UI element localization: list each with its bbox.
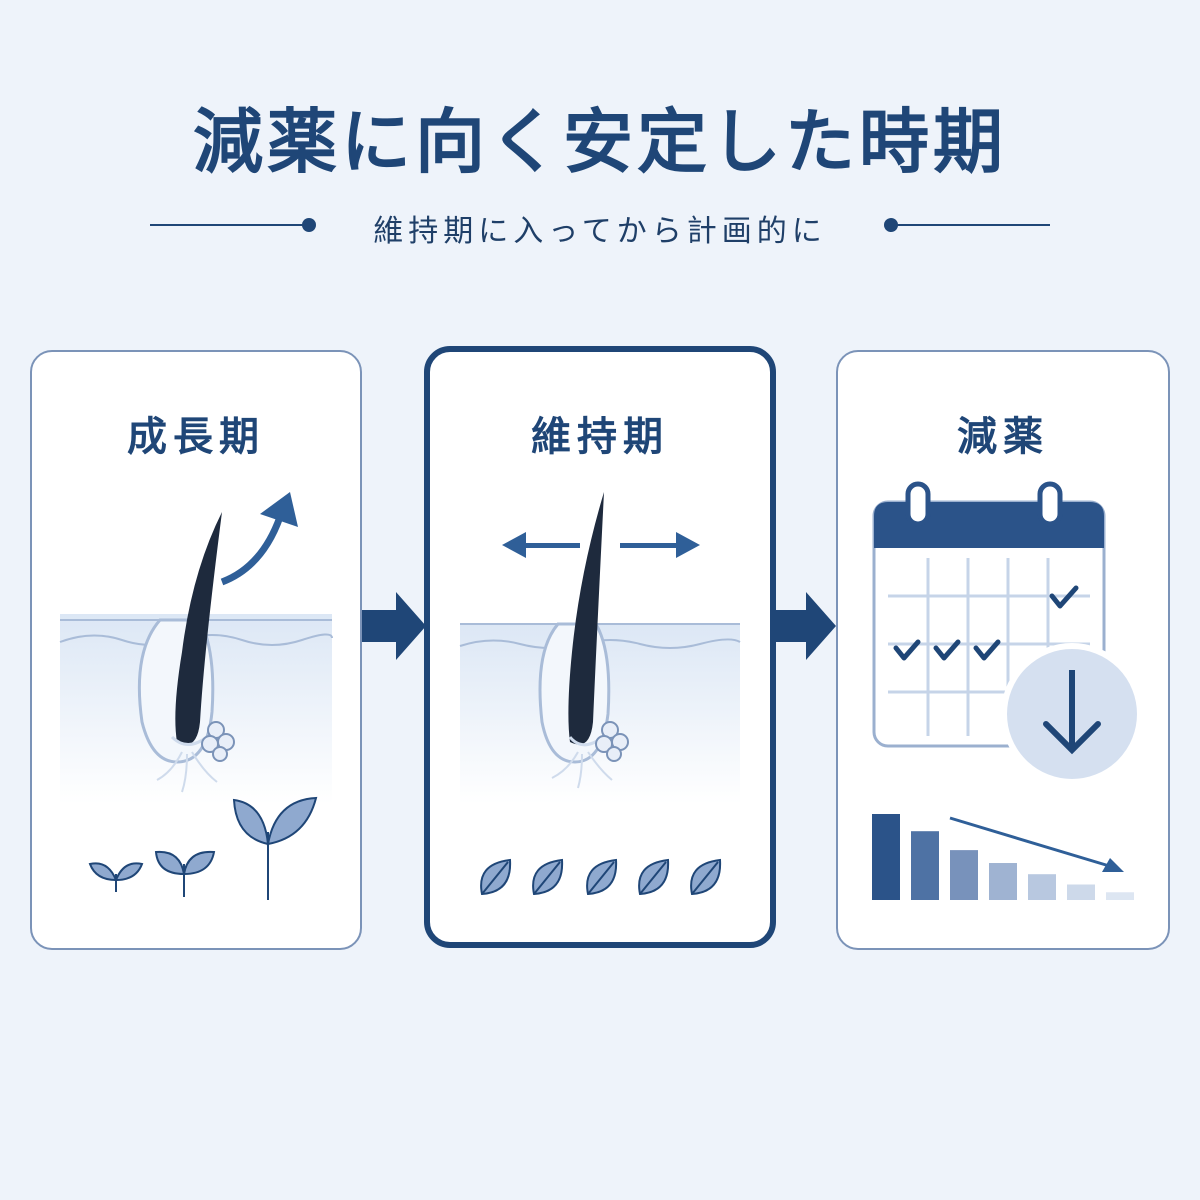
down-arrow-icon — [1001, 643, 1143, 785]
flow-arrow-2-icon — [774, 592, 836, 660]
subtitle-right-line — [896, 224, 1050, 226]
leaf-icon — [480, 858, 722, 896]
stage-card-growth: 成長期 — [30, 350, 362, 950]
maintenance-illustration — [459, 492, 741, 896]
stage-label-reduction: 減薬 — [957, 414, 1049, 460]
reduction-bar — [911, 831, 939, 900]
double-arrow-icon — [502, 532, 700, 558]
hair-follicle-icon — [538, 492, 629, 789]
reduction-bar — [1067, 884, 1095, 900]
reduction-bar — [950, 850, 978, 900]
decreasing-bars-icon — [872, 814, 1134, 900]
checkmark-icon — [893, 585, 1079, 661]
reduction-bar — [872, 814, 900, 900]
stage-card-maintenance: 維持期 — [424, 346, 776, 948]
subtitle-row: 維持期に入ってから計画的に — [0, 198, 1200, 254]
reduction-bar — [1106, 892, 1134, 900]
page-subtitle: 維持期に入ってから計画的に — [373, 214, 827, 249]
subtitle-right-dot — [884, 218, 898, 232]
stage-label-growth: 成長期 — [127, 414, 265, 460]
stage-label-maintenance: 維持期 — [531, 414, 669, 460]
stage-card-reduction: 減薬 — [836, 350, 1170, 950]
reduction-bar — [989, 863, 1017, 900]
page-title: 減薬に向く安定した時期 — [193, 101, 1007, 183]
reduction-illustration — [872, 481, 1143, 900]
reduction-bar — [1028, 874, 1056, 900]
sprout-icon — [88, 796, 318, 900]
growth-illustration — [59, 492, 333, 900]
subtitle-left-dot — [302, 218, 316, 232]
up-arrow-icon — [220, 492, 298, 586]
subtitle-left-line — [150, 224, 305, 226]
hair-follicle-icon — [137, 512, 235, 793]
flow-arrow-1-icon — [360, 592, 426, 660]
